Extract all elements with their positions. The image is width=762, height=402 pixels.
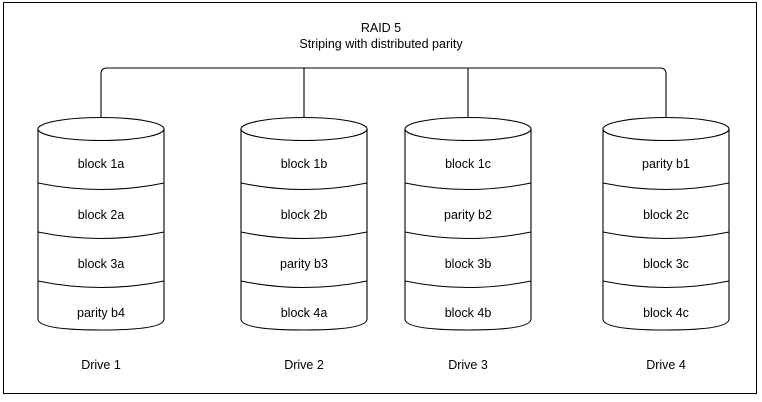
drive-1-block-1-label: block 1a xyxy=(77,157,125,171)
drive-3-block-2-label: parity b2 xyxy=(444,208,492,222)
page-subtitle: Striping with distributed parity xyxy=(299,37,463,51)
diagram-border xyxy=(3,2,757,394)
diagram-title-block: RAID 5 Striping with distributed parity xyxy=(0,20,762,52)
page-title: RAID 5 xyxy=(360,21,402,35)
drive-1-block-2-label: block 2a xyxy=(77,208,125,222)
drive-3-label: Drive 3 xyxy=(448,358,488,372)
drive-3-block-3-label: block 3b xyxy=(444,257,492,271)
drive-3-block-1-label: block 1c xyxy=(445,157,491,171)
drive-1-label: Drive 1 xyxy=(81,358,121,372)
drive-2-block-3-label: parity b3 xyxy=(280,257,328,271)
drive-2-block-4-label: block 4a xyxy=(280,306,328,320)
drive-2-label: Drive 2 xyxy=(284,358,324,372)
drive-2-block-2-label: block 2b xyxy=(280,208,328,222)
drive-3-block-4-label: block 4b xyxy=(444,306,492,320)
drive-4-block-3-label: block 3c xyxy=(643,257,689,271)
drive-1-block-4-label: parity b4 xyxy=(77,306,125,320)
drive-4-label: Drive 4 xyxy=(646,358,686,372)
drive-2-block-1-label: block 1b xyxy=(280,157,328,171)
drive-1-block-3-label: block 3a xyxy=(77,257,125,271)
drive-4-block-1-label: parity b1 xyxy=(642,157,690,171)
drive-4-block-4-label: block 4c xyxy=(643,306,689,320)
drive-4-block-2-label: block 2c xyxy=(643,208,689,222)
